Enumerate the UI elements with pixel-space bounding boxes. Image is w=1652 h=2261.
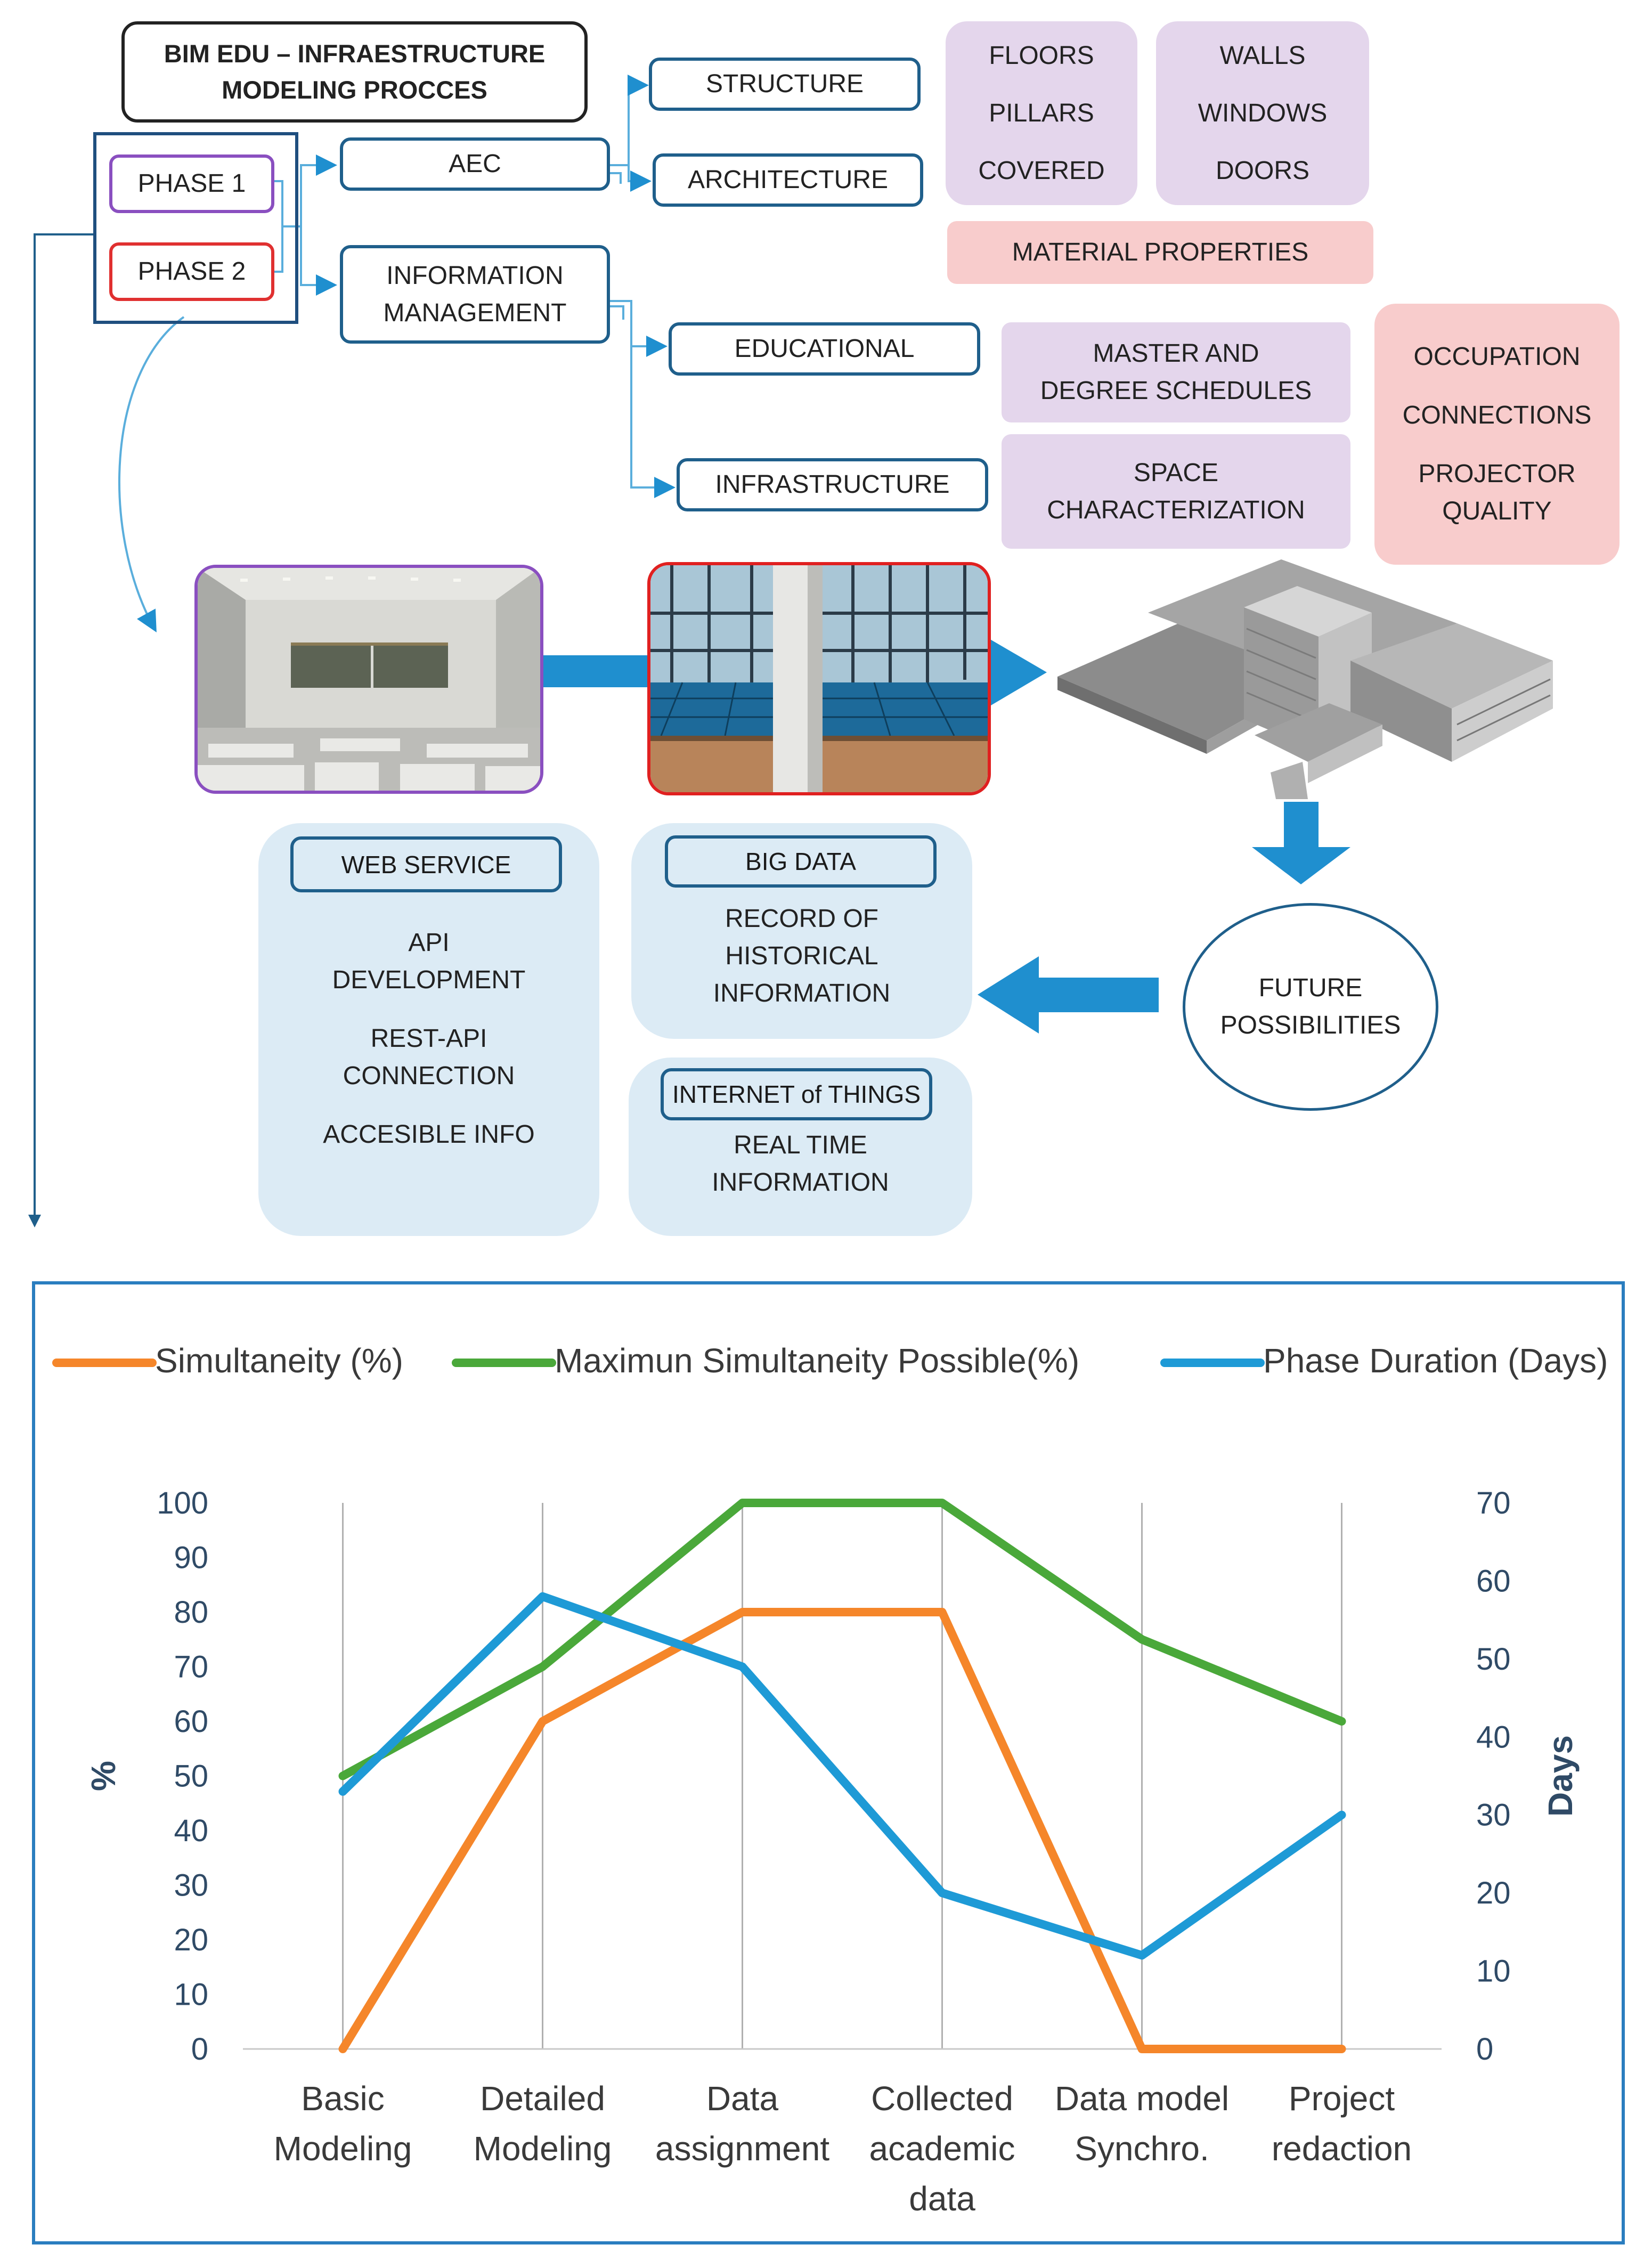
y2-tick-label: 40	[1476, 1720, 1511, 1754]
y2-tick-label: 60	[1476, 1564, 1511, 1598]
classroom-render-image	[194, 565, 543, 794]
master-schedules: MASTER AND DEGREE SCHEDULES	[1002, 322, 1350, 422]
x-tick-label: Data model	[1055, 2079, 1229, 2118]
y2-tick-label: 0	[1476, 2032, 1493, 2067]
phase-2[interactable]: PHASE 2	[109, 242, 274, 301]
y-tick-label: 90	[174, 1541, 208, 1575]
structure-items: FLOORS PILLARS COVERED	[946, 21, 1137, 205]
aec-box: AEC	[340, 137, 610, 191]
web-service-title: WEB SERVICE	[290, 836, 562, 892]
y-tick-label: 100	[157, 1486, 208, 1520]
line-chart: 0 10 20 30 40 50 60 70 80 90 100 0 10 20 30 40 50 60 70% Da…	[52, 1341, 1608, 2218]
y2-axis-label: Days	[1541, 1735, 1580, 1817]
x-tick-label: Collected	[871, 2079, 1013, 2118]
legend-label-3: Phase Duration (Days)	[1263, 1341, 1608, 1380]
x-tick-label: assignment	[655, 2129, 830, 2168]
x-tick-label: Modeling	[274, 2129, 412, 2168]
series-line-1	[338, 1608, 1346, 2053]
future-possibilities: FUTURE POSSIBILITIES	[1183, 903, 1438, 1111]
y-tick-label: 70	[174, 1650, 208, 1685]
series-line-3	[338, 1592, 1346, 1960]
structure-box: STRUCTURE	[649, 58, 921, 111]
x-tick-label: academic	[869, 2129, 1015, 2168]
x-tick-label: redaction	[1272, 2129, 1412, 2168]
iot-title: INTERNET of THINGS	[661, 1068, 932, 1120]
y2-tick-label: 10	[1476, 1954, 1511, 1989]
information-management-box: INFORMATION MANAGEMENT	[340, 245, 610, 344]
educational-box: EDUCATIONAL	[669, 322, 980, 376]
classroom-illustration	[198, 568, 540, 791]
chart-panel: 0 10 20 30 40 50 60 70 80 90 100 0 10 20 30 40 50 60 70% Da…	[32, 1281, 1625, 2244]
facade-render-image	[647, 562, 991, 795]
y-tick-label: 0	[191, 2032, 208, 2067]
y-tick-label: 10	[174, 1978, 208, 2012]
y-tick-label: 20	[174, 1923, 208, 1957]
y-axis-label: %	[84, 1761, 123, 1791]
series-line-2	[338, 1499, 1346, 1780]
y2-tick-label: 20	[1476, 1876, 1511, 1910]
material-properties: MATERIAL PROPERTIES	[947, 221, 1373, 284]
y-tick-label: 40	[174, 1813, 208, 1848]
x-tick-label: Modeling	[474, 2129, 612, 2168]
infrastructure-box: INFRASTRUCTURE	[677, 458, 988, 511]
y2-tick-label: 30	[1476, 1798, 1511, 1833]
big-data-title: BIG DATA	[665, 835, 937, 888]
x-tick-label: Detailed	[480, 2079, 605, 2118]
x-tick-label: Project	[1289, 2079, 1395, 2118]
building-illustration	[1057, 559, 1553, 799]
facade-illustration	[650, 565, 988, 792]
building-3d-model-image	[1052, 549, 1566, 799]
y2-tick-label: 70	[1476, 1486, 1511, 1520]
space-characterization: SPACE CHARACTERIZATION	[1002, 434, 1350, 549]
y-tick-label: 80	[174, 1595, 208, 1630]
architecture-box: ARCHITECTURE	[653, 153, 923, 207]
y-tick-label: 30	[174, 1868, 208, 1903]
architecture-items: WALLS WINDOWS DOORS	[1156, 21, 1369, 205]
y2-tick-label: 50	[1476, 1642, 1511, 1677]
legend-label-2: Maximun Simultaneity Possible(%)	[555, 1341, 1079, 1380]
x-tick-label: Data	[706, 2079, 779, 2118]
phase-1[interactable]: PHASE 1	[109, 154, 274, 213]
y-tick-label: 50	[174, 1759, 208, 1794]
x-tick-label: data	[909, 2179, 975, 2218]
phase-container	[93, 132, 298, 324]
diagram-title: BIM EDU – INFRAESTRUCTURE MODELING PROCC…	[121, 21, 588, 123]
legend-label-1: Simultaneity (%)	[155, 1341, 403, 1380]
diagram-connectors	[28, 75, 1350, 1227]
y-tick-label: 60	[174, 1704, 208, 1739]
x-tick-label: Basic	[301, 2079, 385, 2118]
occupation-items: OCCUPATION CONNECTIONS PROJECTOR QUALITY	[1374, 304, 1620, 565]
x-tick-label: Synchro.	[1075, 2129, 1209, 2168]
